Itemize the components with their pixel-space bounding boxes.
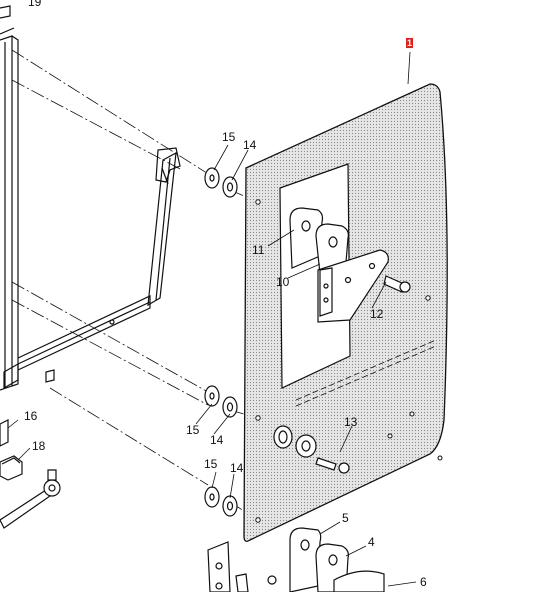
lower-left-parts[interactable] xyxy=(0,419,61,529)
callout-1[interactable]: 1 xyxy=(406,38,414,48)
callout-14-middle[interactable]: 14 xyxy=(210,433,224,447)
callout-15-lower[interactable]: 15 xyxy=(204,457,218,471)
callout-5[interactable]: 5 xyxy=(342,511,349,525)
callout-11[interactable]: 11 xyxy=(252,243,265,257)
callout-16[interactable]: 16 xyxy=(24,409,38,423)
callout-18[interactable]: 18 xyxy=(32,439,46,453)
callout-19[interactable]: 19 xyxy=(28,0,42,9)
callout-14-lower[interactable]: 14 xyxy=(230,461,244,475)
callout-12[interactable]: 12 xyxy=(370,307,384,321)
callout-13[interactable]: 13 xyxy=(344,415,358,429)
callout-14-upper[interactable]: 14 xyxy=(243,138,257,152)
lower-hinge-assembly[interactable] xyxy=(207,527,385,593)
upper-hinge-assembly[interactable] xyxy=(289,207,411,323)
callout-15-upper[interactable]: 15 xyxy=(222,130,236,144)
callout-6[interactable]: 6 xyxy=(420,575,427,589)
door-frame xyxy=(0,5,181,391)
callout-leaders xyxy=(7,51,417,587)
callout-15-middle[interactable]: 15 xyxy=(186,423,200,437)
callout-4[interactable]: 4 xyxy=(368,535,375,549)
lower-fitting-13[interactable] xyxy=(273,425,350,474)
callout-10[interactable]: 10 xyxy=(276,275,290,289)
washers[interactable] xyxy=(204,167,238,517)
